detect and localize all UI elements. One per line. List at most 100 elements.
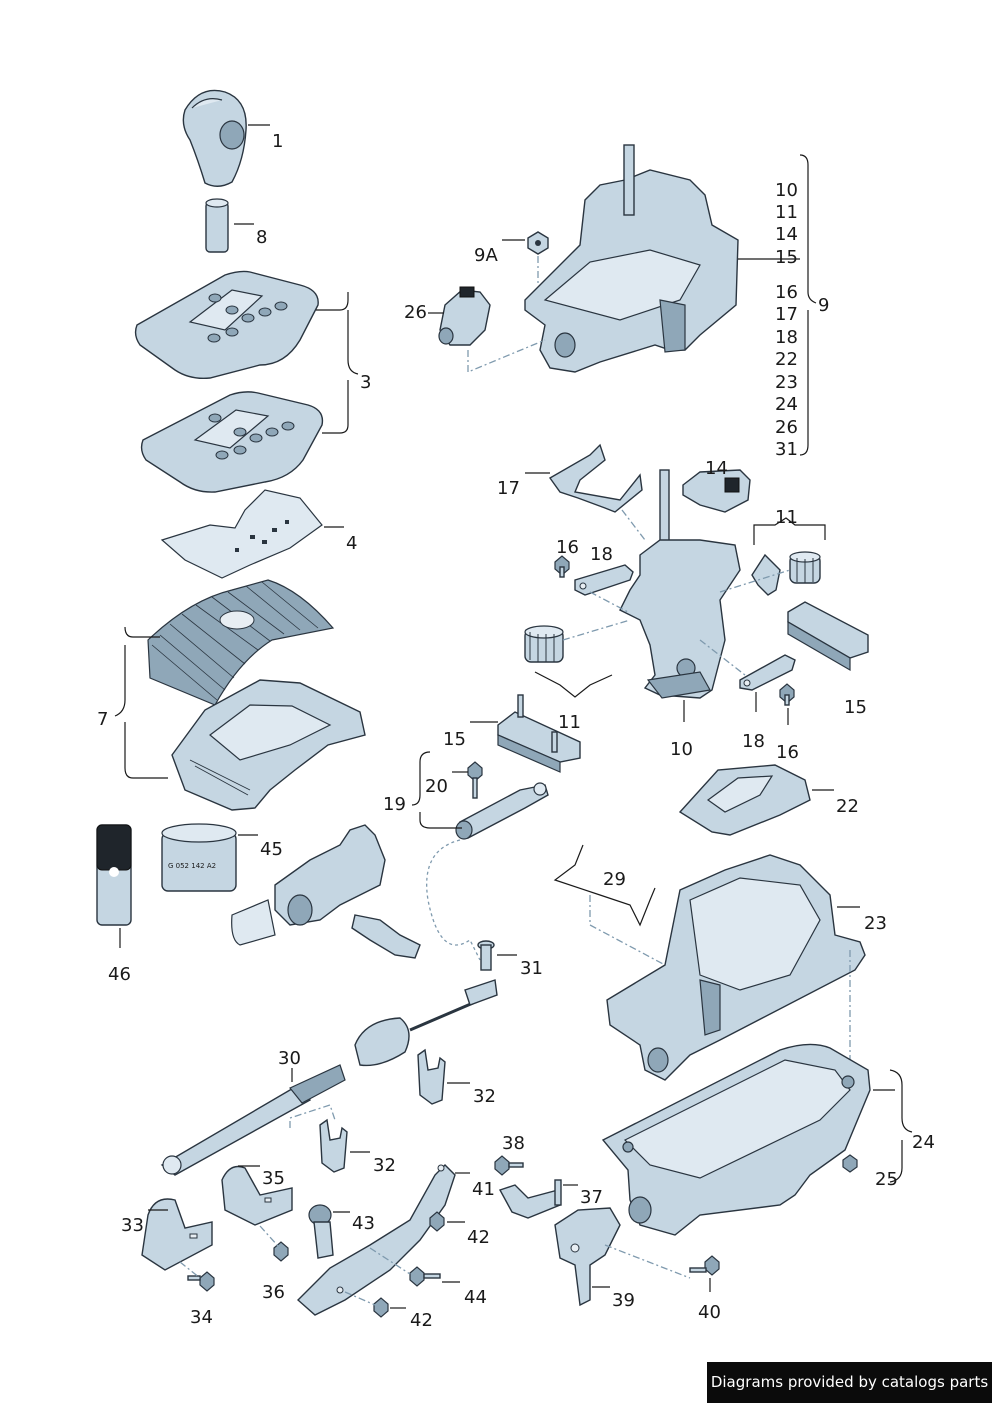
indicator-panel-part[interactable]	[160, 489, 323, 579]
clamp-bracket-part[interactable]	[141, 1198, 213, 1271]
label-17: 17	[497, 478, 520, 499]
selector-frame-part[interactable]	[171, 679, 366, 811]
bolt-part[interactable]	[273, 1241, 289, 1262]
screw-part[interactable]	[779, 683, 795, 706]
shift-knob-part[interactable]	[182, 89, 247, 187]
label-8: 8	[256, 227, 267, 248]
label-18b: 18	[742, 731, 765, 752]
list-item: 18	[775, 327, 798, 348]
list-item: 24	[775, 394, 798, 415]
bolt-part[interactable]	[409, 1266, 441, 1287]
support-bracket-part[interactable]	[554, 1207, 621, 1307]
ignition-lock-part[interactable]	[231, 824, 421, 959]
label-9: 9	[818, 295, 829, 316]
bolt-part[interactable]	[467, 761, 483, 799]
label-1: 1	[272, 131, 283, 152]
bolt-part[interactable]	[429, 1211, 445, 1232]
label-26: 26	[404, 302, 427, 323]
label-25: 25	[875, 1169, 898, 1190]
label-10: 10	[670, 739, 693, 760]
sleeve-part[interactable]	[205, 198, 229, 253]
list-item: 22	[775, 349, 798, 370]
label-4: 4	[346, 533, 357, 554]
list-item: 15	[775, 247, 798, 268]
label-24: 24	[912, 1132, 935, 1153]
label-41: 41	[472, 1179, 495, 1200]
bracket-part[interactable]	[497, 694, 581, 773]
can-label: G 052 142 A2	[168, 862, 216, 870]
label-31: 31	[520, 958, 543, 979]
list-item: 23	[775, 372, 798, 393]
bolt-part[interactable]	[477, 940, 495, 971]
label-42a: 42	[467, 1227, 490, 1248]
label-9A: 9A	[474, 245, 498, 266]
link-part[interactable]	[574, 564, 634, 596]
label-11a: 11	[775, 507, 798, 528]
label-22: 22	[836, 796, 859, 817]
clip-part[interactable]	[751, 553, 781, 596]
grease-tin-part[interactable]: G 052 142 A2	[161, 823, 237, 892]
cover-plate-part[interactable]	[678, 764, 811, 836]
shift-lever-part[interactable]	[619, 469, 741, 699]
gate-trim-upper-part[interactable]	[134, 270, 319, 380]
label-30: 30	[278, 1048, 301, 1069]
clamp-bracket-part[interactable]	[221, 1165, 293, 1226]
label-40: 40	[698, 1302, 721, 1323]
screw-part[interactable]	[554, 555, 570, 578]
upper-housing-part[interactable]	[606, 854, 866, 1081]
label-11b: 11	[558, 712, 581, 733]
list-item: 26	[775, 417, 798, 438]
cover-slats-part[interactable]	[147, 579, 335, 706]
label-16a: 16	[556, 537, 579, 558]
label-42b: 42	[410, 1310, 433, 1331]
label-32b: 32	[373, 1155, 396, 1176]
label-19: 19	[383, 794, 406, 815]
gear-part[interactable]	[789, 551, 821, 584]
label-34: 34	[190, 1307, 213, 1328]
label-16b: 16	[776, 742, 799, 763]
switch-part[interactable]	[682, 469, 751, 513]
gear-part[interactable]	[524, 625, 564, 663]
link-part[interactable]	[739, 654, 796, 691]
locking-lever-part[interactable]	[548, 443, 643, 513]
bolt-part[interactable]	[373, 1297, 389, 1318]
solenoid-part[interactable]	[438, 286, 491, 346]
selector-housing-part[interactable]	[524, 144, 739, 373]
list-item: 14	[775, 224, 798, 245]
lower-housing-part[interactable]	[601, 1043, 871, 1236]
label-23: 23	[864, 913, 887, 934]
list-item: 10	[775, 180, 798, 201]
label-38: 38	[502, 1133, 525, 1154]
label-29: 29	[603, 869, 626, 890]
retaining-clip-part[interactable]	[319, 1118, 348, 1173]
spring-wire-part[interactable]	[553, 844, 656, 927]
label-46: 46	[108, 964, 131, 985]
mounting-plate-part[interactable]	[296, 1164, 456, 1316]
label-45: 45	[260, 839, 283, 860]
pivot-part[interactable]	[308, 1204, 334, 1259]
retaining-clip-part[interactable]	[417, 1048, 446, 1105]
bolt-part[interactable]	[494, 1155, 524, 1176]
label-39: 39	[612, 1290, 635, 1311]
bracket-part[interactable]	[787, 601, 869, 672]
label-7: 7	[97, 709, 108, 730]
label-32a: 32	[473, 1086, 496, 1107]
group-9-list: 10 11 14 15 16 17 18 22 23 24 26 31	[775, 180, 798, 460]
bolt-part[interactable]	[187, 1271, 215, 1292]
selector-cable-part[interactable]	[160, 979, 498, 1176]
list-item: 31	[775, 439, 798, 460]
label-43: 43	[352, 1213, 375, 1234]
label-3: 3	[360, 372, 371, 393]
nut-part[interactable]	[842, 1154, 858, 1173]
actuator-cable-part[interactable]	[426, 782, 549, 961]
label-20: 20	[425, 776, 448, 797]
label-14: 14	[705, 458, 728, 479]
list-item: 16	[775, 282, 798, 303]
bolt-part[interactable]	[689, 1255, 720, 1276]
nut-part[interactable]	[527, 231, 549, 255]
gate-trim-lower-part[interactable]	[140, 391, 324, 493]
angle-bracket-part[interactable]	[498, 1179, 562, 1219]
lubricant-tube-part[interactable]	[96, 824, 132, 926]
label-18a: 18	[590, 544, 613, 565]
